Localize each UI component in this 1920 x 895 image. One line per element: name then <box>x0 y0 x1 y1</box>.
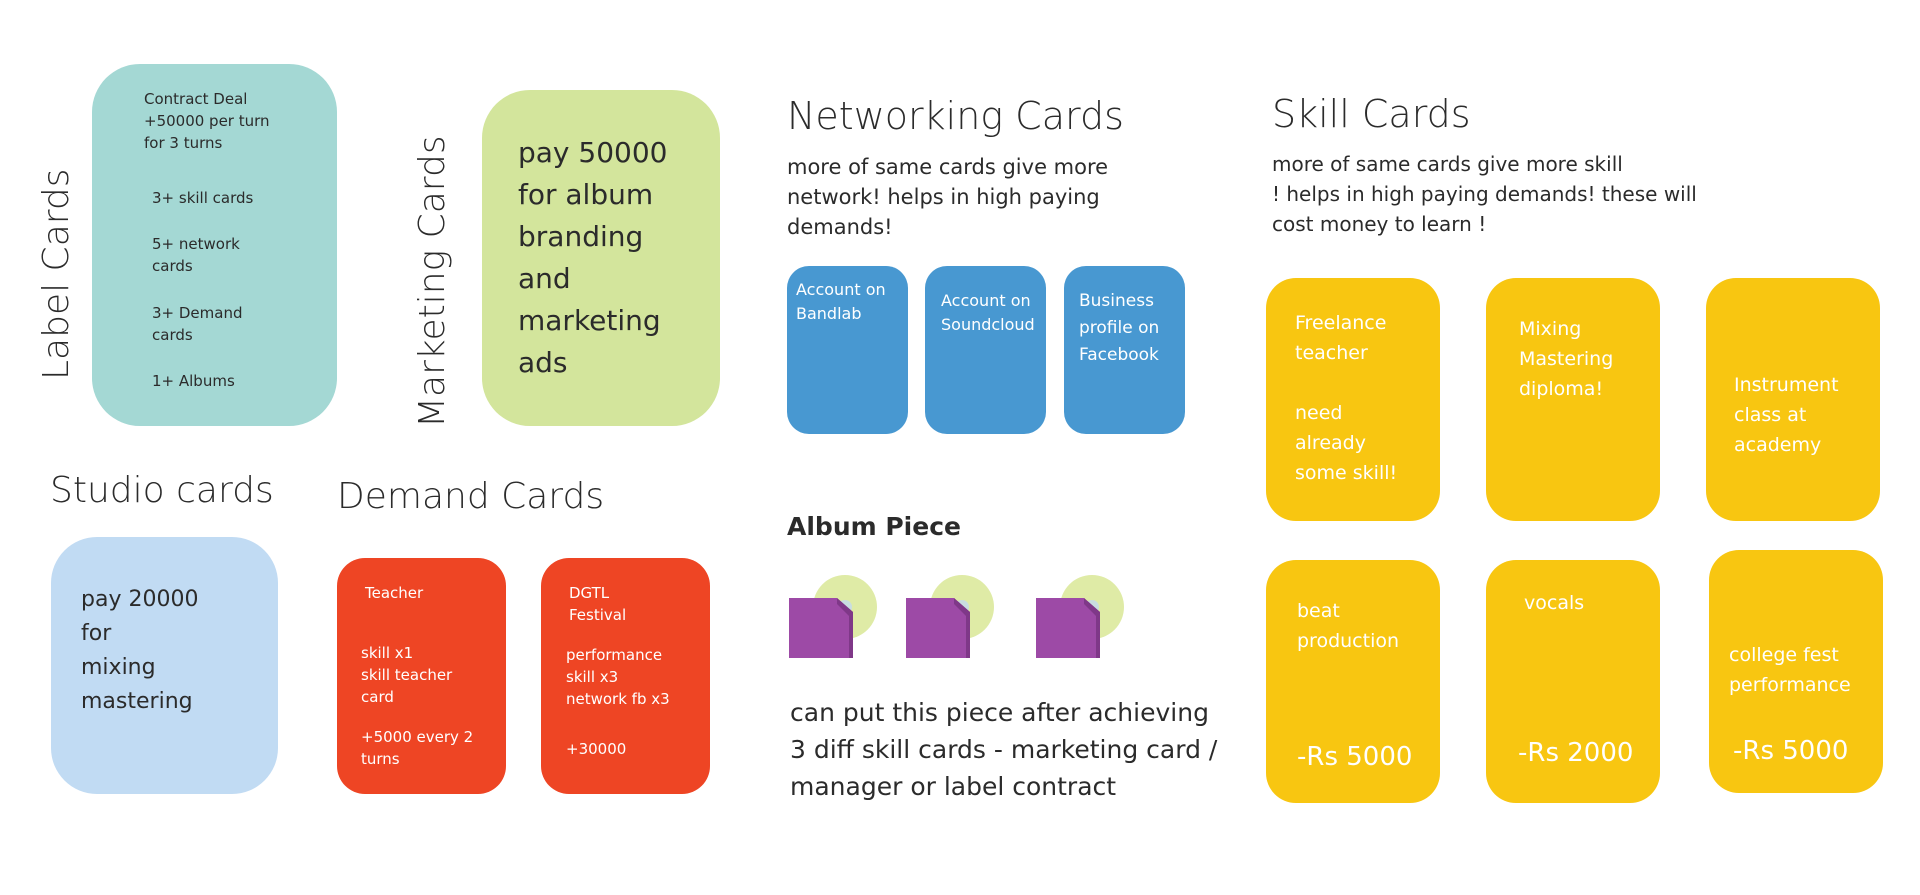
skill-card-label: vocals <box>1524 592 1585 614</box>
network-card-soundcloud[interactable]: Account on Soundcloud <box>925 266 1046 434</box>
network-card-label: Account on Bandlab <box>796 280 886 323</box>
network-card-label: Business profile on Facebook <box>1079 291 1160 365</box>
skill-description: more of same cards give more skill ! hel… <box>1272 152 1697 236</box>
networking-description: more of same cards give more network! he… <box>787 155 1109 239</box>
demand-card-dgtl-festival[interactable]: DGTL Festival performance skill x3 netwo… <box>541 558 710 794</box>
label-requirement: 3+ Demand cards <box>152 304 243 344</box>
skill-cards-title: Skill Cards <box>1272 92 1471 136</box>
studio-cards-title: Studio cards <box>50 470 274 511</box>
demand-card-teacher[interactable]: Teacher skill x1 skill teacher card +500… <box>337 558 506 794</box>
label-requirement: 1+ Albums <box>152 372 235 390</box>
skill-card-beat-production[interactable]: beat production -Rs 5000 <box>1266 560 1440 803</box>
skill-card-vocals[interactable]: vocals -Rs 2000 <box>1486 560 1660 803</box>
demand-cards-title: Demand Cards <box>337 476 605 517</box>
demand-card-reward: +5000 every 2 turns <box>361 728 474 768</box>
album-piece-icon <box>1036 575 1124 658</box>
skill-card-price: -Rs 2000 <box>1518 738 1634 768</box>
network-card-label: Account on Soundcloud <box>941 291 1035 334</box>
album-piece-description: can put this piece after achieving 3 dif… <box>790 698 1218 801</box>
skill-card-freelance-teacher[interactable]: Freelance teacher need already some skil… <box>1266 278 1440 521</box>
skill-card-label: college fest performance <box>1729 644 1851 696</box>
network-card-facebook[interactable]: Business profile on Facebook <box>1064 266 1185 434</box>
marketing-card-text: pay 50000 for album branding and marketi… <box>518 136 668 379</box>
demand-card-reward: +30000 <box>566 740 627 758</box>
skill-card-instrument-class[interactable]: Instrument class at academy <box>1706 278 1880 521</box>
studio-card[interactable]: pay 20000 for mixing mastering <box>51 537 278 794</box>
skill-card-label: beat production <box>1297 600 1400 652</box>
marketing-cards-title: Marketing Cards <box>412 135 453 428</box>
demand-card-requirements: skill x1 skill teacher card <box>361 644 453 706</box>
skill-card-college-fest[interactable]: college fest performance -Rs 5000 <box>1709 550 1883 793</box>
skill-card-label: Instrument class at academy <box>1734 374 1839 456</box>
label-requirement: 3+ skill cards <box>152 189 254 207</box>
album-piece-title: Album Piece <box>787 512 961 541</box>
marketing-card[interactable]: pay 50000 for album branding and marketi… <box>482 90 720 426</box>
skill-card-label: Freelance teacher need already some skil… <box>1295 312 1398 484</box>
network-card-bandlab[interactable]: Account on Bandlab <box>787 266 908 434</box>
skill-card-price: -Rs 5000 <box>1297 742 1413 772</box>
skill-card-price: -Rs 5000 <box>1733 736 1849 766</box>
studio-card-text: pay 20000 for mixing mastering <box>81 587 199 714</box>
demand-card-title: Teacher <box>365 584 424 602</box>
skill-card-label: Mixing Mastering diploma! <box>1519 318 1614 400</box>
skill-card-mixing-diploma[interactable]: Mixing Mastering diploma! <box>1486 278 1660 521</box>
label-cards-title: Label Cards <box>36 168 77 380</box>
label-requirement: 5+ network cards <box>152 235 240 275</box>
demand-card-title: DGTL Festival <box>569 584 627 624</box>
album-piece-icon <box>906 575 994 658</box>
networking-cards-title: Networking Cards <box>787 94 1124 138</box>
demand-card-requirements: performance skill x3 network fb x3 <box>566 646 670 708</box>
contract-deal-heading: Contract Deal +50000 per turn for 3 turn… <box>144 90 270 152</box>
label-contract-card[interactable]: Contract Deal +50000 per turn for 3 turn… <box>92 64 337 426</box>
album-piece-icon <box>789 575 877 658</box>
